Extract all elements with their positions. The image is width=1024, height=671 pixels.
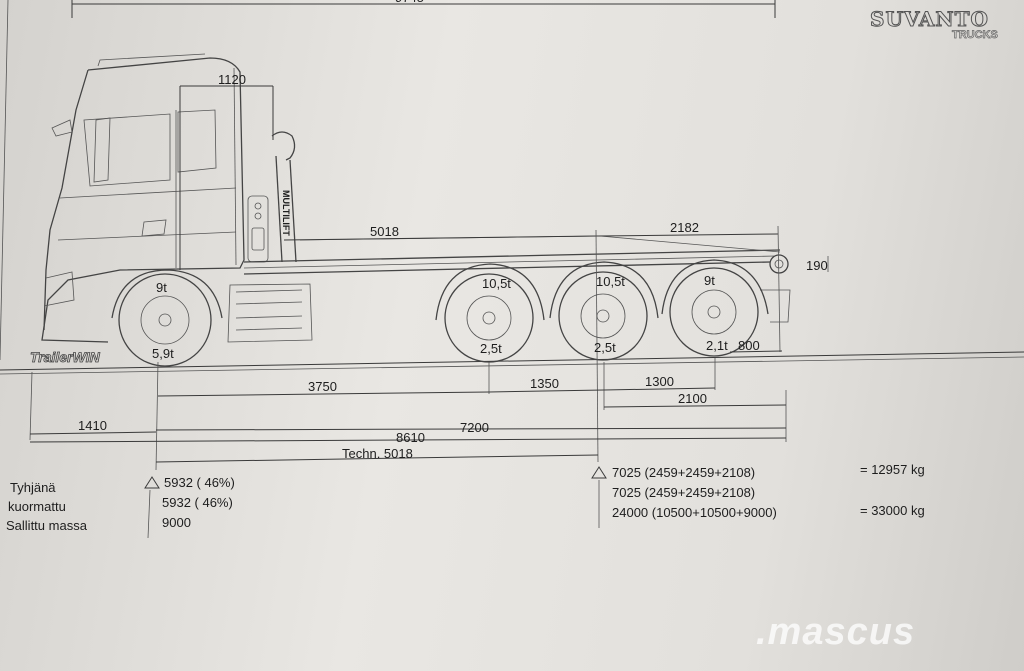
axle-1350-line (488, 389, 605, 393)
ground-line (0, 351, 1024, 371)
axle-1350-label: 1350 (530, 376, 559, 391)
axle3-load: 10,5t (596, 274, 625, 289)
rear-overhang-line (729, 350, 783, 353)
rear-wheel-2 (549, 261, 659, 361)
front-overhang-label: 1410 (78, 418, 107, 433)
front-axle-load: 9t (156, 280, 167, 295)
weight-row-1-rear: 7025 (2459+2459+2108) (612, 465, 755, 480)
body-length-dim-line (283, 235, 599, 241)
ground-line-2 (0, 356, 1024, 375)
length-8610-line (29, 437, 787, 443)
rear-weight-marker (591, 466, 607, 479)
datum-vertical-line (595, 229, 599, 463)
front-datum-line (155, 361, 159, 471)
front-weight-marker (144, 476, 160, 489)
sheet-margin-line (0, 0, 9, 361)
top-dimension-label: 9745 (395, 0, 424, 5)
brand-logo: SUVANTO (870, 7, 989, 31)
weight-row-3-label: Sallittu massa (6, 518, 88, 533)
weight-row-3-rear: 24000 (10500+10500+9000) (612, 505, 777, 520)
axle-2100-line (603, 404, 787, 408)
techn-length-line (155, 454, 599, 463)
mascus-watermark: .mascus (756, 611, 915, 653)
hook-lift-brand: MULTILIFT (281, 190, 291, 236)
techn-length-label: Techn. 5018 (342, 446, 413, 461)
rear-overhang-label: 800 (738, 338, 760, 353)
axle4-tire: 2,1t (706, 338, 728, 353)
axle-2100-label: 2100 (678, 391, 707, 406)
weight-row-3-front: 9000 (162, 515, 191, 530)
weight-row-1-total: = 12957 kg (860, 462, 925, 477)
axle-1300-line (603, 387, 716, 391)
rear-length-dim-line (597, 233, 779, 237)
tail-height-label: 190 (806, 258, 828, 273)
front-overhang-line (29, 431, 157, 435)
weight-row-2-rear: 7025 (2459+2459+2108) (612, 485, 755, 500)
axle2-load: 10,5t (482, 276, 511, 291)
wheelbase-3750-label: 3750 (308, 379, 337, 394)
length-7200-label: 7200 (460, 420, 489, 435)
body-length-label: 5018 (370, 224, 399, 239)
rear-vertical-line (777, 225, 781, 353)
length-7200-line (155, 427, 787, 431)
weight-row-3-total: = 33000 kg (860, 503, 925, 518)
front-weight-bar (147, 489, 151, 539)
weight-row-2-label: kuormattu (8, 499, 66, 514)
hook-lift: MULTILIFT (247, 131, 297, 263)
axle3-tire: 2,5t (594, 340, 616, 355)
weight-row-1-label: Tyhjänä (10, 480, 56, 495)
bumper-datum-line (29, 371, 33, 441)
axle4-load: 9t (704, 273, 715, 288)
front-wheel (111, 269, 223, 367)
axle-1300-label: 1300 (645, 374, 674, 389)
wheelbase-3750-line (157, 391, 490, 397)
weight-row-2-front: 5932 ( 46%) (162, 495, 233, 510)
weight-row-1-front: 5932 ( 46%) (164, 475, 235, 490)
trailerwin-logo: TrailerWIN (30, 349, 101, 365)
length-8610-label: 8610 (396, 430, 425, 445)
brand-logo-sub: TRUCKS (952, 29, 998, 41)
cab-offset-label: 1120 (218, 72, 246, 87)
rear-length-label: 2182 (670, 220, 699, 235)
axle2-tire: 2,5t (480, 341, 502, 356)
rear-wheel-3 (661, 259, 769, 357)
weights-table: Tyhjänä 5932 ( 46%) 7025 (2459+2459+2108… (6, 462, 925, 533)
front-axle-tire: 5,9t (152, 346, 174, 361)
truck-cab (41, 53, 245, 343)
